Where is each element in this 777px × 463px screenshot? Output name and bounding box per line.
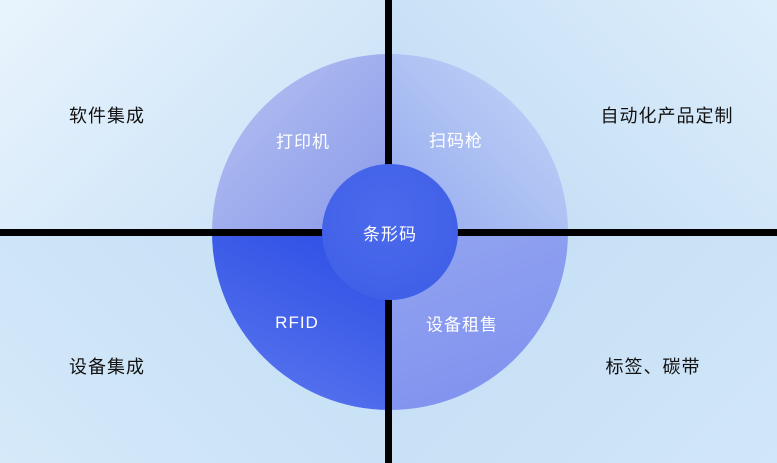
circle-label-rental: 设备租售	[426, 315, 498, 335]
center-label: 条形码	[363, 224, 417, 244]
circle-label-rfid: RFID	[275, 313, 319, 332]
center-circle: 条形码	[322, 164, 458, 300]
corner-label-labels-ribbons: 标签、碳带	[605, 357, 701, 377]
circle-label-printer: 打印机	[276, 132, 330, 152]
circle-label-scanner: 扫码枪	[429, 131, 483, 151]
corner-label-automation-customization: 自动化产品定制	[600, 106, 734, 126]
corner-label-software-integration: 软件集成	[69, 106, 145, 126]
corner-label-device-integration: 设备集成	[69, 357, 145, 377]
main-circle	[212, 54, 568, 410]
